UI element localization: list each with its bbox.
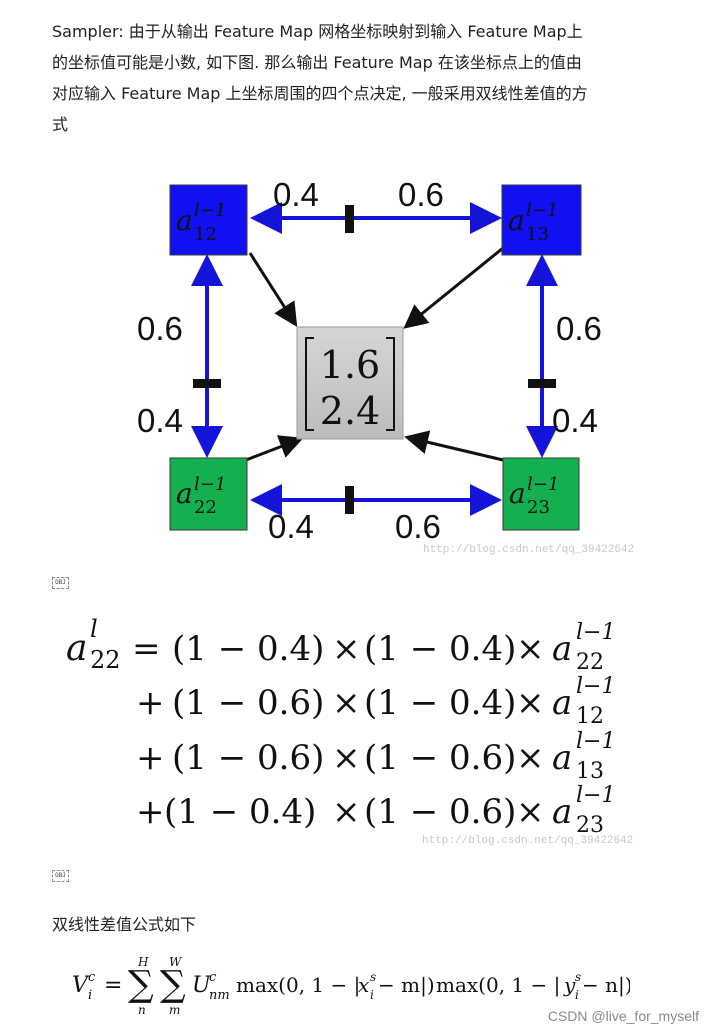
intro-line: 的坐标值可能是小数, 如下图. 那么输出 Feature Map 在该坐标点上的… <box>52 53 582 72</box>
label-top-right: 0.6 <box>398 176 444 213</box>
formula-row-var: a l−1 12 <box>552 674 621 729</box>
node-a13 <box>501 184 582 256</box>
formula-row-var: a l−1 22 <box>552 620 621 675</box>
bilinear-diagram: 0.4 0.6 0.4 0.6 0.6 0.4 0.6 0.4 a l−1 12… <box>137 176 634 556</box>
eq-x-term: x s i <box>358 966 381 1002</box>
formula-watermark: http://blog.csdn.net/qq_39422642 <box>422 835 633 847</box>
left-tick <box>193 379 221 388</box>
bottom-tick <box>345 486 354 514</box>
arrow-a13-to-center <box>403 246 504 329</box>
node-a22 <box>169 457 248 531</box>
node-a23-label: a l−1 23 <box>509 474 564 518</box>
intro-paragraph: Sampler: 由于从输出 Feature Map 网格坐标映射到输入 Fea… <box>52 16 652 140</box>
sum1-upper: H <box>137 955 149 969</box>
eq-max2: max(0, 1 − | <box>436 973 560 998</box>
label-right-top: 0.6 <box>556 310 602 347</box>
arrow-a12-to-center <box>248 252 298 328</box>
label-bottom-right: 0.6 <box>395 508 441 545</box>
eq-minus-m: − m|) <box>378 973 435 998</box>
sum2-upper: W <box>169 955 183 969</box>
eq-minus-n: − n|) <box>582 973 630 998</box>
eq-max1: max(0, 1 − | <box>236 973 360 998</box>
formula-row: = (1 − 0.4) × (1 − 0.4) × <box>132 629 545 669</box>
intro-line: Sampler: 由于从输出 Feature Map 网格坐标映射到输入 Fea… <box>52 22 583 41</box>
intro-line: 对应输入 Feature Map 上坐标周围的四个点决定, 一般采用双线性差值的… <box>52 84 588 103</box>
center-left-bracket <box>305 337 314 431</box>
node-a12 <box>169 184 248 256</box>
label-right-bottom: 0.4 <box>552 402 598 439</box>
node-a23 <box>502 457 580 531</box>
arrow-a23-to-center <box>404 430 504 462</box>
label-bottom-left: 0.4 <box>268 508 314 545</box>
center-box <box>296 326 404 440</box>
intro-line: 式 <box>52 115 69 134</box>
label-left-top: 0.6 <box>137 310 183 347</box>
right-tick <box>528 379 556 388</box>
formula-row-var: a l−1 13 <box>552 729 621 784</box>
center-bottom-value: 2.4 <box>320 389 380 433</box>
node-a13-label: a l−1 13 <box>508 200 563 245</box>
interpolation-formula: a l 22 = (1 − 0.4) × (1 − 0.4) × a l−1 2… <box>66 615 633 847</box>
top-tick <box>345 205 354 233</box>
eq-y-term: y s i <box>563 966 586 1002</box>
center-right-bracket <box>386 337 395 431</box>
label-top-left: 0.4 <box>273 176 319 213</box>
csdn-watermark: CSDN @live_for_myself <box>547 1008 699 1024</box>
formula-row-var: a l−1 23 <box>552 783 621 838</box>
formula-lhs: a l 22 <box>66 615 121 674</box>
sum-sigma-1: ∑ <box>128 964 154 1005</box>
formula-row: + (1 − 0.6) × (1 − 0.4) × <box>136 683 545 723</box>
formula-row: + (1 − 0.4) × (1 − 0.6) × <box>136 792 545 832</box>
formula-row: + (1 − 0.6) × (1 − 0.6) × <box>136 738 545 778</box>
eq-u-term: U c nm <box>192 966 230 1003</box>
bilinear-heading: 双线性差值公式如下 <box>52 915 197 934</box>
obj-placeholder-icon: OBJ <box>52 577 69 589</box>
sum1-lower: n <box>138 1003 146 1017</box>
diagram-watermark: http://blog.csdn.net/qq_39422642 <box>423 544 634 556</box>
obj-placeholder-icon: OBJ <box>52 870 69 882</box>
node-a12-label: a l−1 12 <box>176 200 231 245</box>
label-left-bottom: 0.4 <box>137 402 183 439</box>
center-top-value: 1.6 <box>320 343 380 387</box>
sum2-lower: m <box>169 1003 180 1017</box>
eq-lhs: V c i <box>72 966 100 1003</box>
arrow-a22-to-center <box>245 435 304 462</box>
eq-sign: = <box>104 973 122 998</box>
bilinear-equation: V c i = ∑ H n ∑ W m U c nm max(0, 1 − | … <box>72 955 630 1017</box>
node-a22-label: a l−1 22 <box>176 474 231 518</box>
sum-sigma-2: ∑ <box>160 964 186 1005</box>
